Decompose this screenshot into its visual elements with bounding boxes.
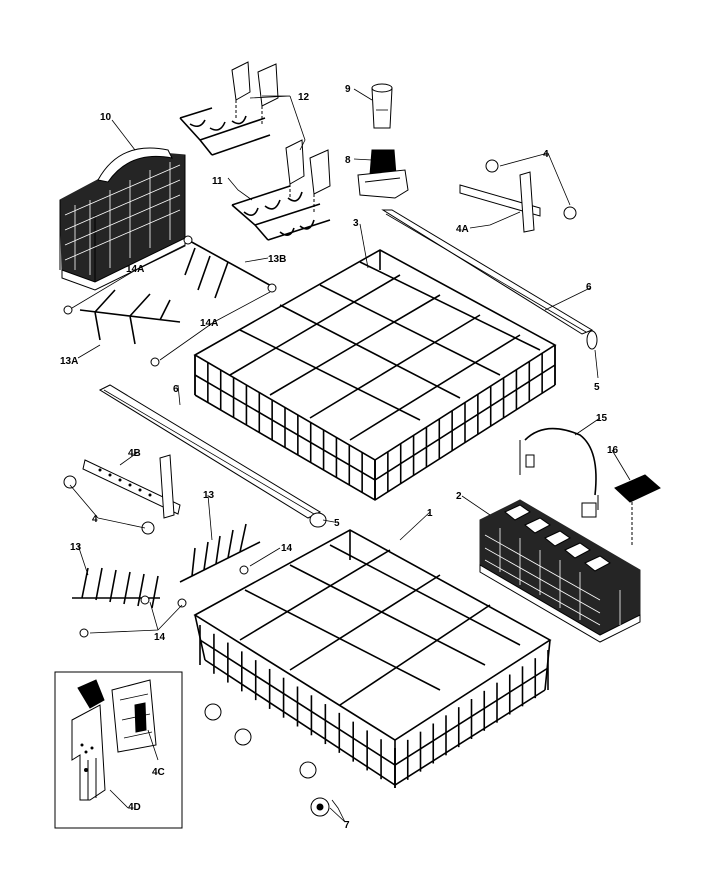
inset-4c-4d-detail <box>54 671 183 829</box>
label-part-4b: 4B <box>128 448 141 459</box>
label-part-2: 2 <box>456 491 462 502</box>
part-11-tine-rows <box>179 107 331 241</box>
label-part-4-top: 4 <box>543 149 549 160</box>
label-part-11: 11 <box>212 176 223 187</box>
label-part-6-lower: 6 <box>173 384 179 395</box>
part-13a-13b-tine-rows <box>63 235 277 367</box>
part-8-spray-hub <box>357 149 409 199</box>
label-part-16: 16 <box>607 445 619 456</box>
label-part-15: 15 <box>596 413 608 424</box>
label-part-3: 3 <box>353 218 359 229</box>
label-part-10: 10 <box>100 112 112 123</box>
label-part-14a-upper: 14A <box>126 264 144 275</box>
part-5-lower-end-cap <box>309 512 327 528</box>
label-part-4d: 4D <box>128 802 141 813</box>
part-9-spray-nozzle <box>371 83 393 129</box>
label-part-4c: 4C <box>152 767 165 778</box>
label-part-6-upper: 6 <box>586 282 592 293</box>
part-15-basket-handle <box>519 427 599 518</box>
label-part-9: 9 <box>345 84 351 95</box>
label-part-12: 12 <box>298 92 310 103</box>
leader-lines <box>69 88 631 823</box>
label-part-7: 7 <box>344 820 350 831</box>
label-part-8: 8 <box>345 155 351 166</box>
label-part-13b: 13B <box>268 254 286 265</box>
part-labels: 10 12 11 9 8 4 4A 3 6 5 14A 13B 14A 13A … <box>60 84 619 831</box>
label-part-5-lower: 5 <box>334 518 340 529</box>
label-part-14a-lower: 14A <box>200 318 218 329</box>
part-16-basket-label <box>614 474 661 545</box>
label-part-13-left: 13 <box>70 542 82 553</box>
part-3-upper-rack <box>193 249 557 501</box>
part-12-clips <box>231 61 331 214</box>
label-part-14-right: 14 <box>281 543 293 554</box>
label-part-1: 1 <box>427 508 433 519</box>
label-part-4a: 4A <box>456 224 469 235</box>
label-part-5-upper: 5 <box>594 382 600 393</box>
part-10-silverware-basket <box>59 147 186 291</box>
part-2-silverware-basket <box>479 499 641 643</box>
part-4a-rack-stop <box>459 159 577 233</box>
part-4b-rail-clip <box>63 454 181 535</box>
part-6-lower-rail <box>98 384 322 519</box>
label-part-14-left: 14 <box>154 632 166 643</box>
label-part-13-right: 13 <box>203 490 215 501</box>
label-part-13a: 13A <box>60 356 78 367</box>
part-7-rack-wheels <box>204 703 330 817</box>
part-1-lower-rack <box>193 529 552 788</box>
part-14-screws <box>79 565 249 638</box>
part-5-upper-end-cap <box>586 330 598 350</box>
label-part-4-lower: 4 <box>92 514 98 525</box>
part-6-upper-rail <box>381 209 594 335</box>
part-13-tine-rows <box>72 523 261 609</box>
